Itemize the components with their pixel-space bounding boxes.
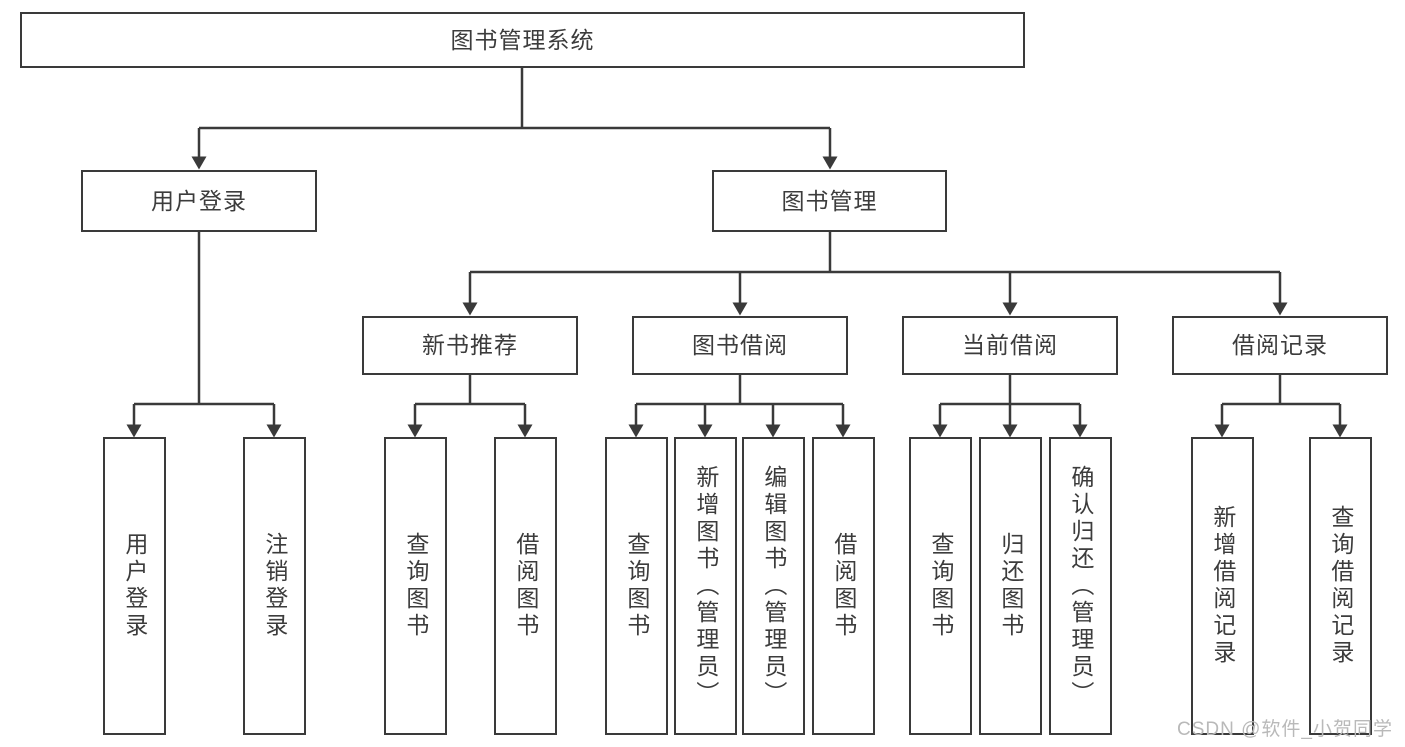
node-label: 借阅记录	[1232, 332, 1328, 358]
node-label: 新增借阅记录	[1209, 505, 1236, 667]
node-label: 图书管理	[781, 187, 878, 214]
node-label: 查询图书	[402, 532, 429, 640]
leaf-borrow-edit-book-admin[interactable]: 编辑图书（管理员）	[742, 437, 805, 735]
node-user-login[interactable]: 用户登录	[81, 170, 317, 232]
leaf-recommend-query-book[interactable]: 查询图书	[384, 437, 447, 735]
leaf-user-login-logout[interactable]: 注销登录	[243, 437, 306, 735]
node-label: 新增图书（管理员）	[692, 464, 719, 708]
leaf-current-confirm-return-admin[interactable]: 确认归还（管理员）	[1049, 437, 1112, 735]
leaf-recommend-borrow-book[interactable]: 借阅图书	[494, 437, 557, 735]
leaf-user-login-login[interactable]: 用户登录	[103, 437, 166, 735]
leaf-current-return-book[interactable]: 归还图书	[979, 437, 1042, 735]
node-new-book-recommend[interactable]: 新书推荐	[362, 316, 578, 375]
node-current-borrow[interactable]: 当前借阅	[902, 316, 1118, 375]
node-label: 归还图书	[997, 532, 1024, 640]
leaf-borrow-add-book-admin[interactable]: 新增图书（管理员）	[674, 437, 737, 735]
leaf-borrow-query-book[interactable]: 查询图书	[605, 437, 668, 735]
node-label: 图书借阅	[692, 332, 788, 358]
leaf-current-query-book[interactable]: 查询图书	[909, 437, 972, 735]
node-label: 借阅图书	[512, 532, 539, 640]
node-label: 编辑图书（管理员）	[760, 464, 787, 708]
node-label: 用户登录	[151, 187, 247, 214]
node-label: 图书管理系统	[450, 26, 595, 53]
node-root-system[interactable]: 图书管理系统	[20, 12, 1025, 68]
node-label: 查询图书	[927, 532, 954, 640]
node-book-borrow[interactable]: 图书借阅	[632, 316, 848, 375]
leaf-borrow-borrow-book[interactable]: 借阅图书	[812, 437, 875, 735]
node-label: 当前借阅	[962, 332, 1058, 358]
leaf-record-query-record[interactable]: 查询借阅记录	[1309, 437, 1372, 735]
node-label: 查询图书	[623, 532, 650, 640]
watermark-text: CSDN @软件_小贺同学	[1177, 719, 1393, 740]
node-book-management[interactable]: 图书管理	[712, 170, 947, 232]
node-label: 新书推荐	[422, 332, 518, 358]
node-label: 注销登录	[261, 532, 288, 640]
node-label: 借阅图书	[830, 532, 857, 640]
node-borrow-record[interactable]: 借阅记录	[1172, 316, 1388, 375]
node-label: 用户登录	[121, 532, 148, 640]
node-label: 查询借阅记录	[1327, 505, 1354, 667]
leaf-record-add-record[interactable]: 新增借阅记录	[1191, 437, 1254, 735]
node-label: 确认归还（管理员）	[1067, 464, 1094, 708]
